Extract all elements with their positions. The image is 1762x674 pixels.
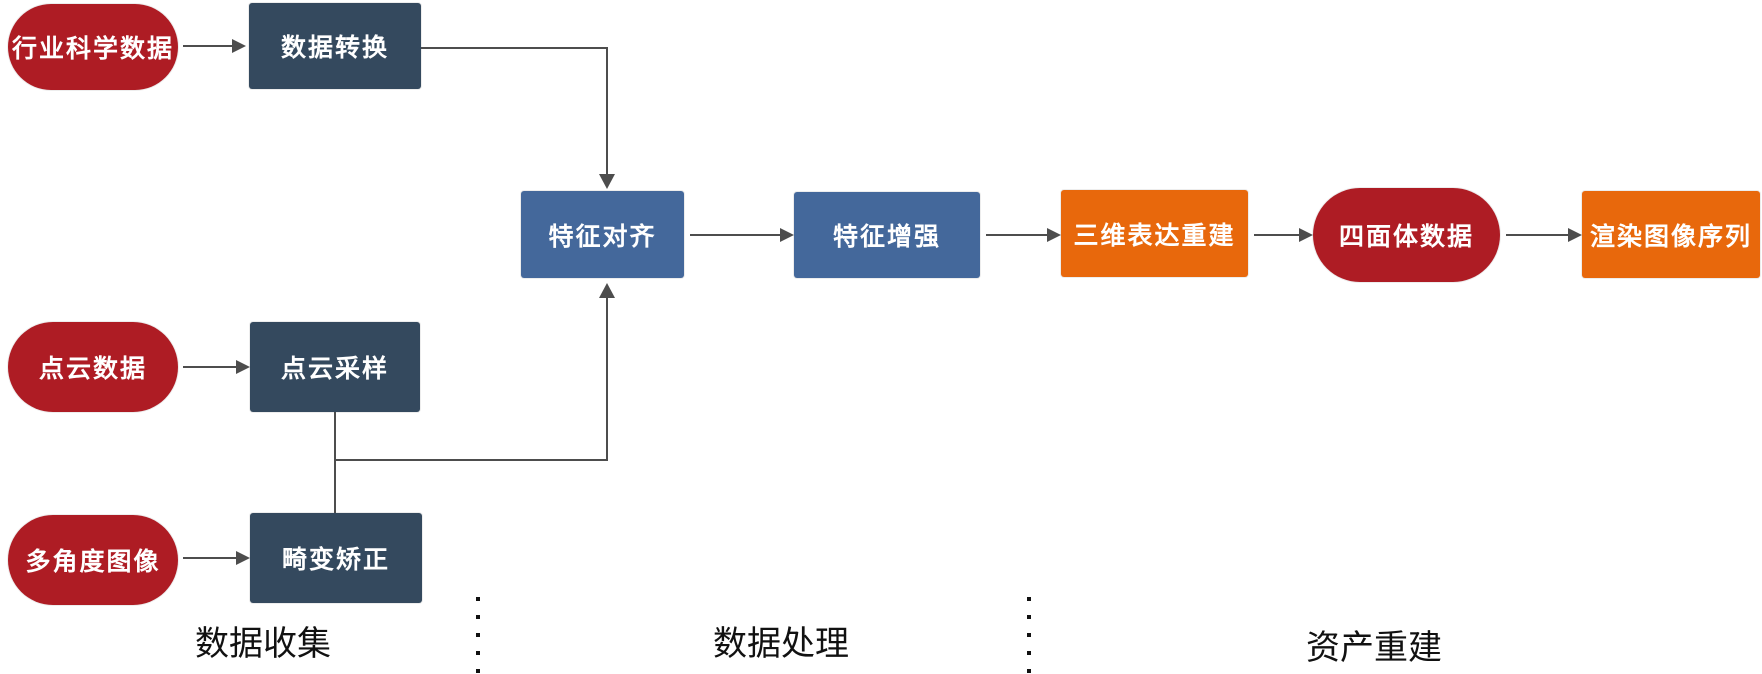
arrowhead-icon [1299, 228, 1313, 242]
arrowhead-icon [236, 551, 250, 565]
node-render-sequence: 渲染图像序列 [1582, 191, 1760, 278]
node-industry-data-label: 行业科学数据 [11, 35, 174, 63]
arrowhead-icon [599, 283, 615, 298]
section-divider-left [476, 597, 480, 674]
node-render-sequence-label: 渲染图像序列 [1589, 222, 1752, 251]
arrowhead-icon [236, 360, 250, 374]
node-multiangle-images: 多角度图像 [8, 515, 178, 605]
node-feature-enhancement: 特征增强 [794, 192, 980, 278]
node-distortion-correction-label: 畸变矫正 [281, 546, 390, 574]
section-label-processing: 数据处理 [713, 624, 849, 664]
node-tetrahedral-data: 四面体数据 [1313, 188, 1500, 282]
arrowhead-icon [1568, 228, 1582, 242]
node-feature-alignment-label: 特征对齐 [548, 222, 657, 251]
arrowhead-icon [1047, 228, 1061, 242]
node-feature-enhancement-label: 特征增强 [832, 223, 941, 251]
node-recon-3d-label: 三维表达重建 [1073, 221, 1236, 250]
arrowhead-icon [780, 228, 794, 242]
section-label-reconstruction: 资产重建 [1306, 628, 1442, 668]
node-data-convert: 数据转换 [249, 3, 421, 89]
section-divider-right [1027, 597, 1031, 674]
node-distortion-correction: 畸变矫正 [250, 513, 422, 603]
node-pointcloud-data-label: 点云数据 [38, 355, 147, 383]
node-data-convert-label: 数据转换 [280, 34, 389, 62]
section-label-collection: 数据收集 [195, 624, 331, 664]
arrowhead-icon [232, 39, 246, 53]
arrowhead-icon [599, 174, 615, 189]
node-pointcloud-data: 点云数据 [8, 322, 178, 412]
node-pointcloud-sampling: 点云采样 [250, 322, 420, 412]
node-feature-alignment: 特征对齐 [521, 191, 684, 278]
node-multiangle-images-label: 多角度图像 [25, 548, 161, 576]
node-recon-3d: 三维表达重建 [1061, 190, 1248, 277]
node-industry-data: 行业科学数据 [8, 4, 178, 90]
node-pointcloud-sampling-label: 点云采样 [280, 355, 389, 383]
node-tetrahedral-data-label: 四面体数据 [1338, 223, 1474, 251]
